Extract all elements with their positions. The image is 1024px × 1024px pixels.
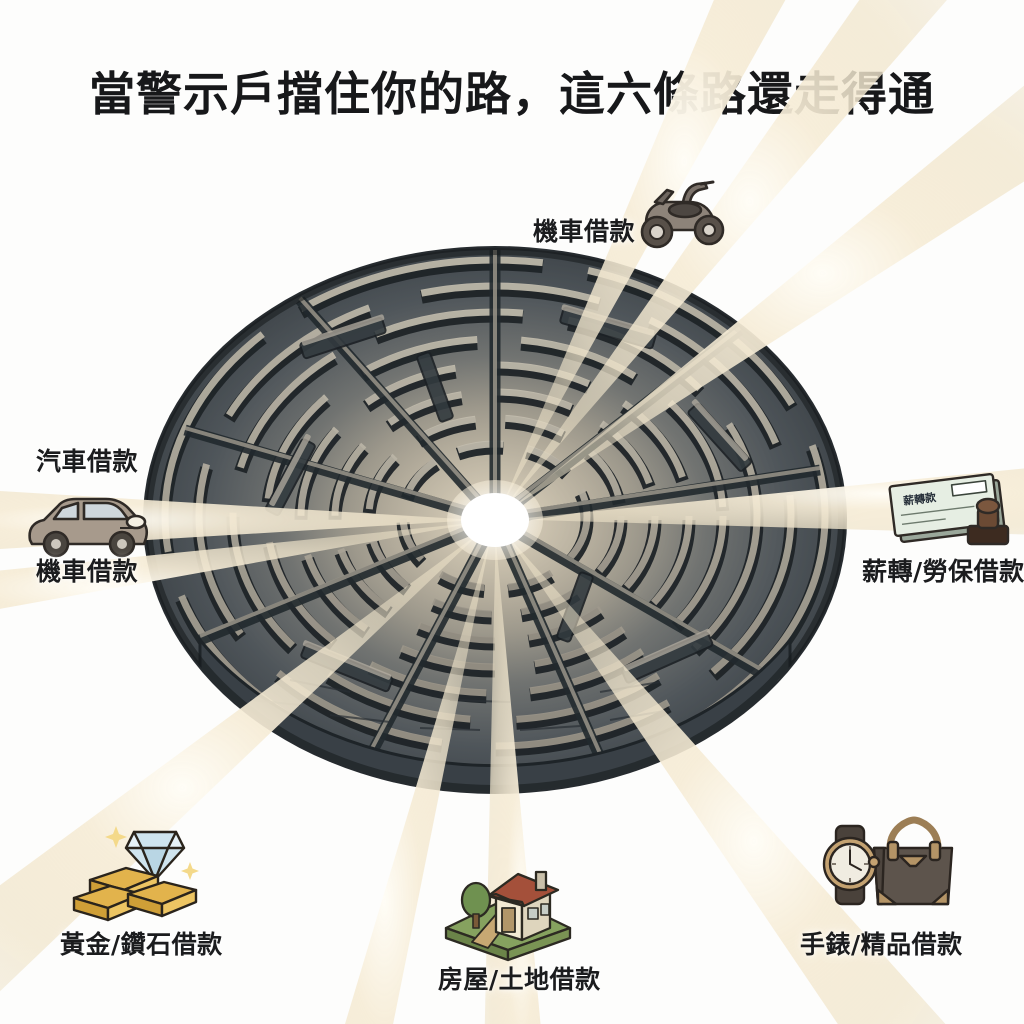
- label-scooter-loan-left: 機車借款: [36, 557, 139, 586]
- car-icon: [22, 488, 152, 560]
- cheque-memo-text: 薪轉款: [902, 490, 937, 508]
- scooter-icon: [627, 168, 737, 258]
- label-car-loan: 汽車借款: [36, 447, 139, 476]
- beam-to-house-b: [345, 537, 491, 1024]
- label-salary-labor-loan: 薪轉/勞保借款: [862, 557, 1024, 586]
- gold-diamond-icon: [72, 818, 212, 923]
- beam-to-scooter-left: [0, 522, 478, 609]
- beam-to-scooter-top: [502, 0, 786, 504]
- watch-bag-icon: [812, 812, 962, 917]
- label-gold-diamond-loan: 黃金/鑽石借款: [60, 930, 223, 959]
- house-land-icon: [438, 850, 578, 962]
- label-scooter-loan-top: 機車借款: [533, 217, 636, 246]
- label-house-land-loan: 房屋/土地借款: [438, 965, 601, 994]
- maze-exit-hub: [447, 480, 543, 560]
- beam-upper-right-b: [509, 85, 1024, 510]
- cheque-stamp-icon: 薪轉款: [882, 466, 1022, 556]
- label-watch-luxury-loan: 手錶/精品借款: [800, 930, 963, 959]
- beam-to-watch: [506, 534, 946, 1024]
